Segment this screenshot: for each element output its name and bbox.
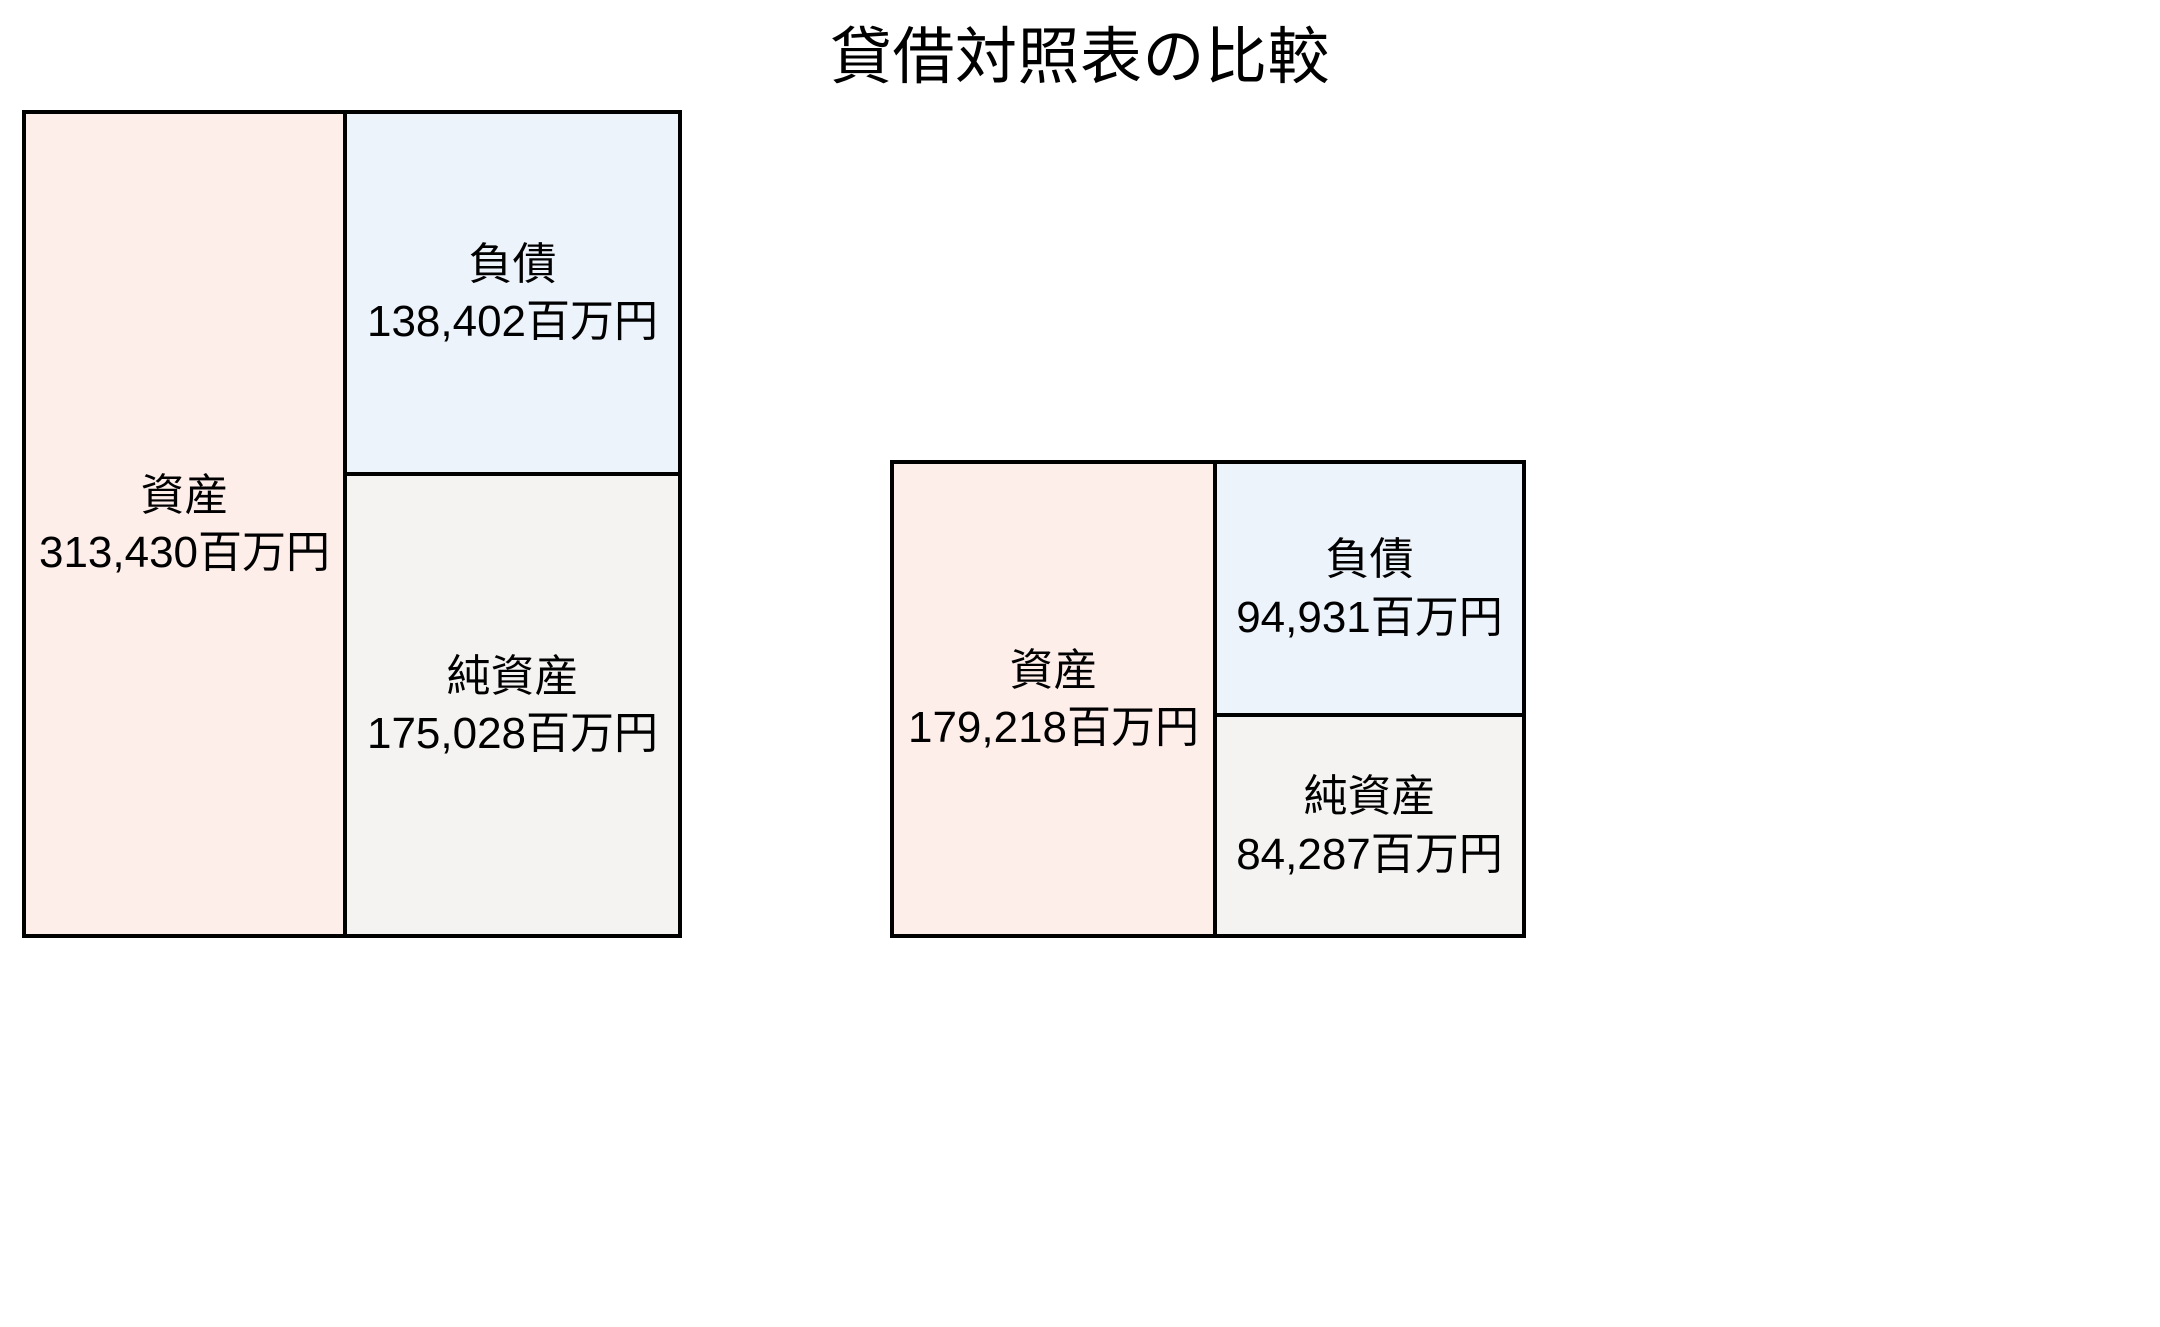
left-liability-value: 138,402百万円	[366, 297, 659, 346]
left-asset-label: 資産 313,430百万円	[39, 467, 330, 581]
right-asset-value: 179,218百万円	[907, 703, 1200, 752]
balance-sheet-left: 資産 313,430百万円 負債 138,402百万円 純資産 175,028百…	[22, 110, 682, 938]
page-title: 貸借対照表の比較	[829, 23, 1330, 92]
left-equity-value: 175,028百万円	[366, 709, 659, 758]
right-liability-label: 負債 94,931百万円	[1236, 531, 1503, 645]
left-asset-value: 313,430百万円	[38, 528, 331, 577]
left-asset-box: 資産 313,430百万円	[22, 110, 347, 938]
right-asset-name: 資産	[1009, 645, 1098, 695]
right-equity-name: 純資産	[1303, 772, 1436, 822]
right-liability-value: 94,931百万円	[1236, 592, 1503, 642]
left-liability-label: 負債 138,402百万円	[367, 236, 658, 350]
right-equity-value: 84,287百万円	[1236, 829, 1503, 879]
left-liability-name: 負債	[468, 239, 557, 289]
left-asset-name: 資産	[140, 470, 229, 520]
right-liability-name: 負債	[1325, 535, 1414, 585]
balance-sheet-right: 資産 179,218百万円 負債 94,931百万円 純資産 84,287百万円	[890, 460, 1526, 938]
right-asset-label: 資産 179,218百万円	[908, 642, 1199, 756]
right-equity-box: 純資産 84,287百万円	[1213, 713, 1526, 938]
left-liability-box: 負債 138,402百万円	[343, 110, 682, 476]
left-equity-name: 純資産	[446, 651, 579, 701]
right-asset-box: 資産 179,218百万円	[890, 460, 1217, 938]
left-equity-box: 純資産 175,028百万円	[343, 472, 682, 938]
right-liability-box: 負債 94,931百万円	[1213, 460, 1526, 717]
left-equity-label: 純資産 175,028百万円	[367, 648, 658, 762]
right-equity-label: 純資産 84,287百万円	[1236, 768, 1503, 882]
